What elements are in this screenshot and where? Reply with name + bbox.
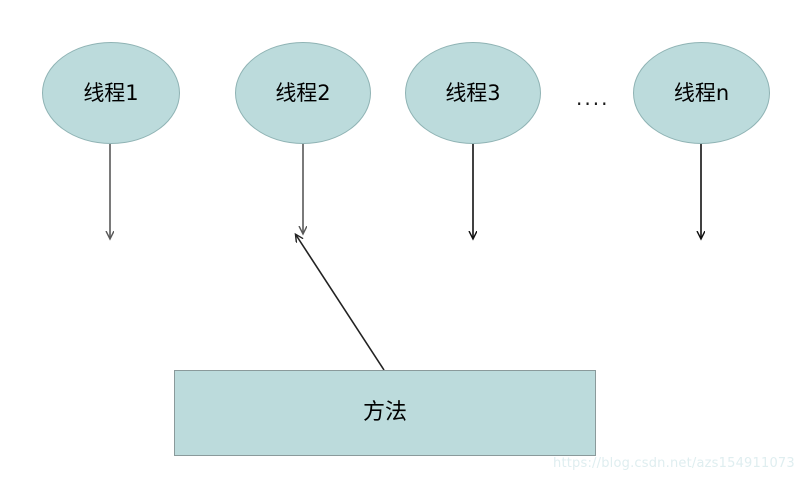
thread-node-3[interactable]: 线程3 [405, 42, 541, 144]
thread-node-label: 线程3 [445, 80, 501, 105]
method-box-label: 方法 [362, 400, 407, 425]
thread-node-label: 线程2 [275, 80, 331, 105]
thread-node-label: 线程1 [83, 80, 139, 105]
thread-node-2[interactable]: 线程2 [235, 42, 371, 144]
thread-node-1[interactable]: 线程1 [42, 42, 180, 144]
thread-node-4[interactable]: 线程n [633, 42, 770, 144]
watermark-text: https://blog.csdn.net/azs154911073 [553, 456, 795, 471]
thread-node-label: 线程n [673, 80, 730, 105]
method-box[interactable]: 方法 [174, 370, 596, 456]
ellipsis-label: .... [576, 86, 610, 110]
method-to-thread-2-arrow [296, 235, 385, 371]
